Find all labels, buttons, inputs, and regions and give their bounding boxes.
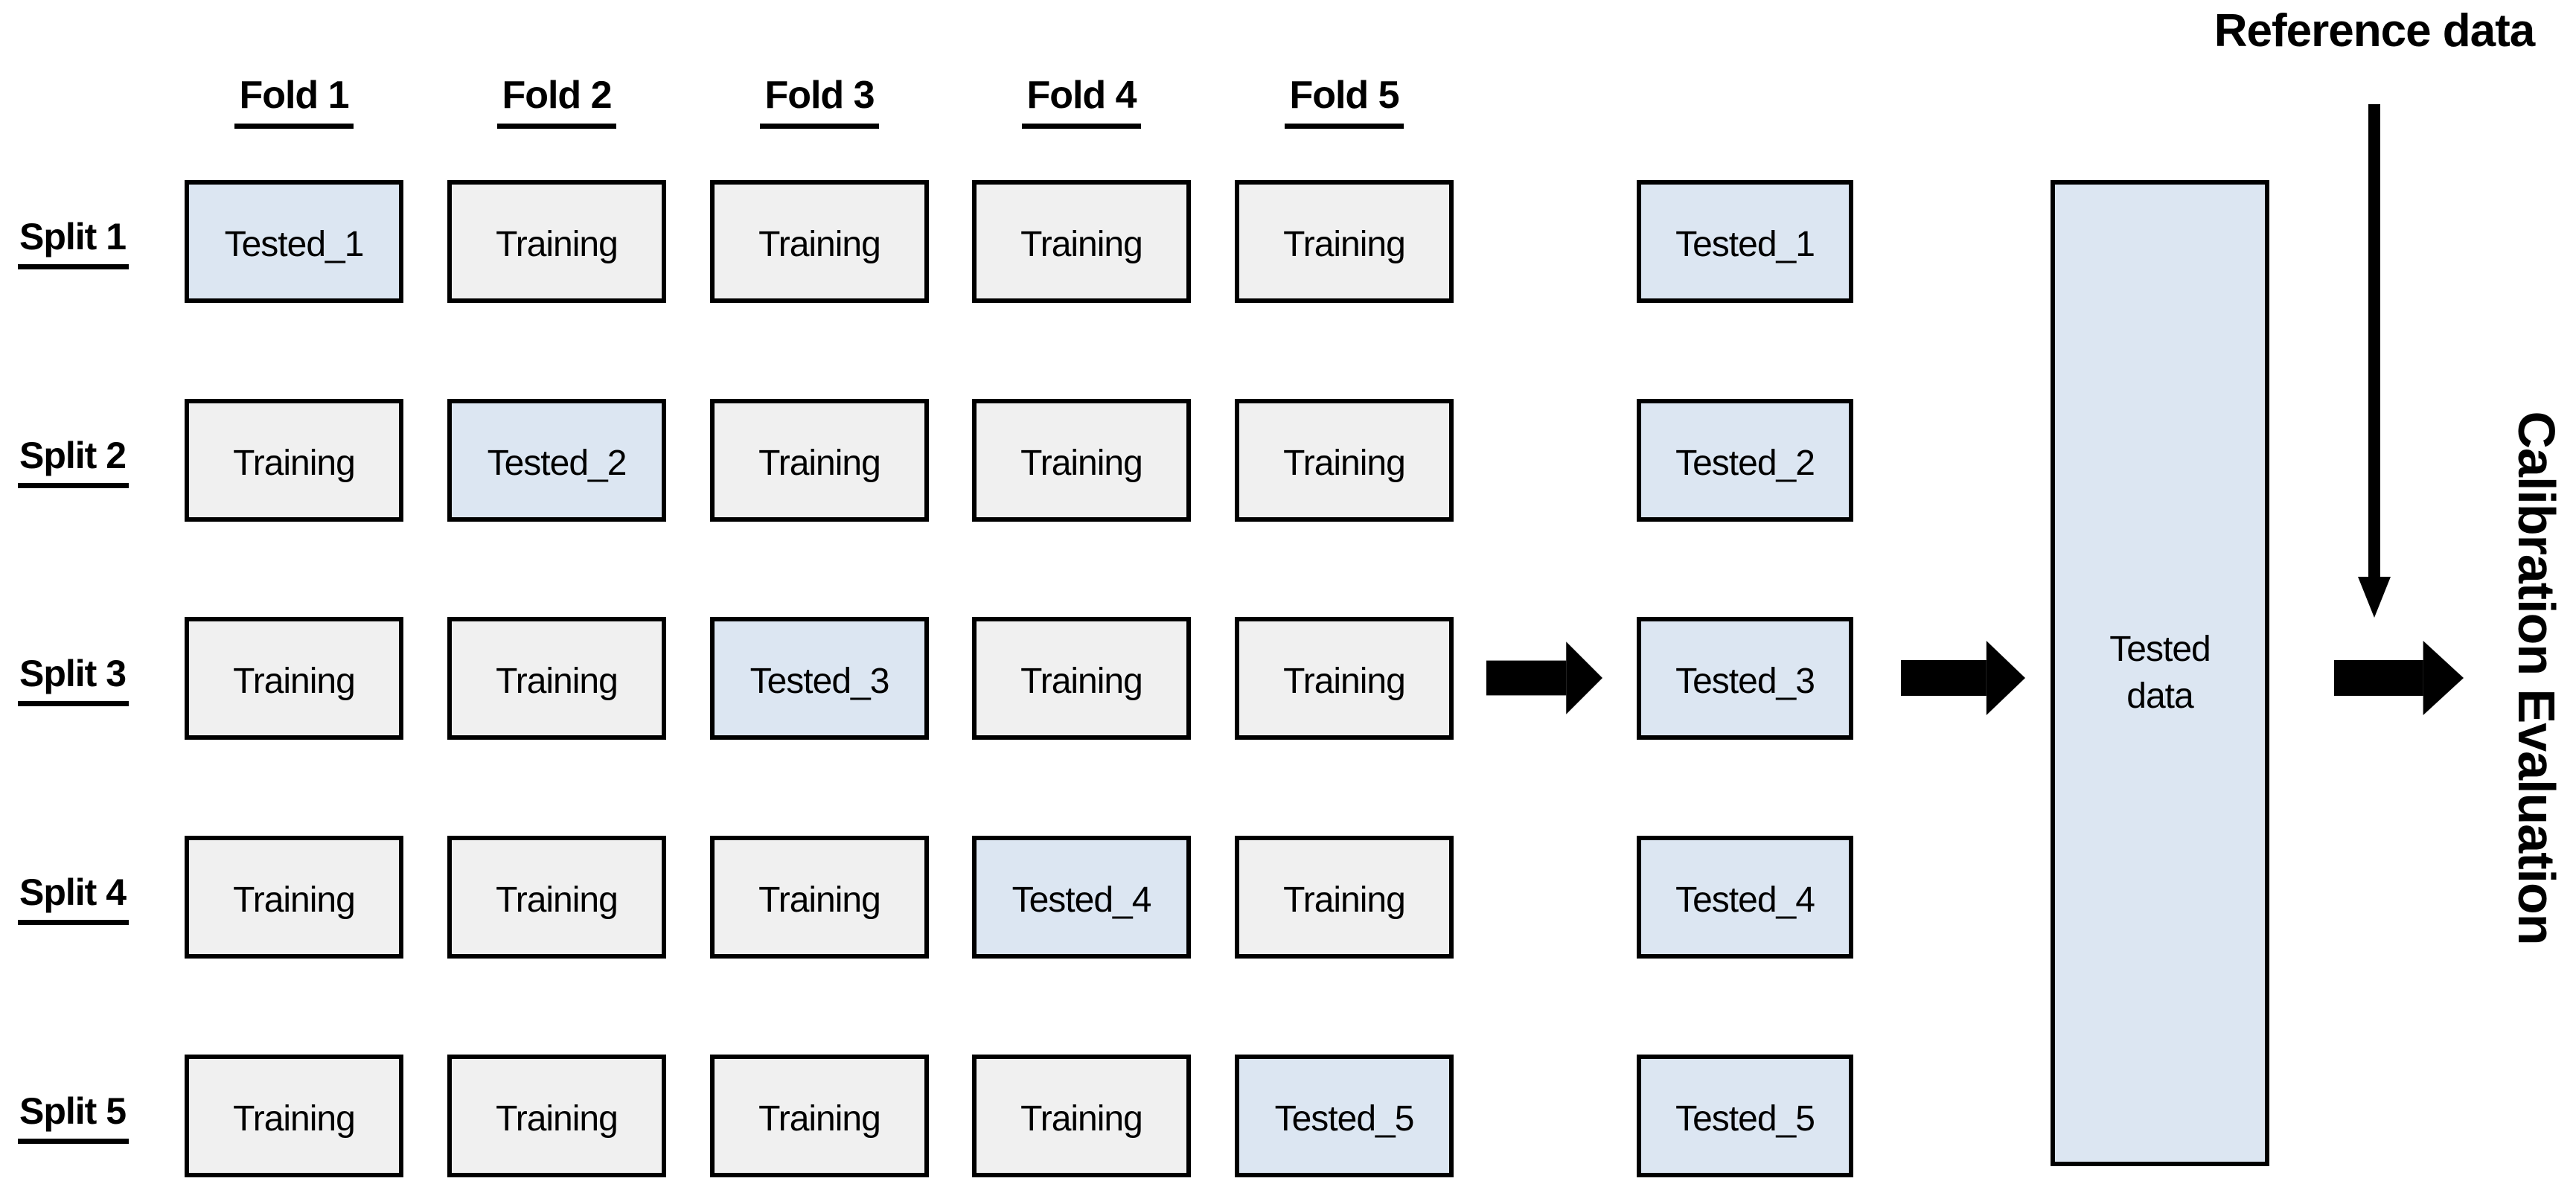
split-label-1: Split 1	[18, 208, 167, 275]
grid-cell: Training	[1235, 836, 1454, 959]
fold-header-5: Fold 5	[1235, 73, 1454, 131]
grid-cell: Training	[447, 1055, 666, 1177]
tested-column-item: Tested_2	[1637, 399, 1853, 522]
grid-cell: Training	[972, 180, 1191, 303]
fold-header-3: Fold 3	[710, 73, 929, 131]
grid-cell: Training	[972, 399, 1191, 522]
grid-cell: Training	[185, 836, 403, 959]
grid-cell: Training	[185, 1055, 403, 1177]
split-label-2: Split 2	[18, 427, 167, 494]
grid-cell: Training	[447, 617, 666, 740]
tested-column-item: Tested_5	[1637, 1055, 1853, 1177]
grid-cell: Tested_2	[447, 399, 666, 522]
grid-cell: Training	[1235, 399, 1454, 522]
arrow-right-icon	[1901, 641, 2025, 715]
grid-cell: Training	[447, 836, 666, 959]
fold-header-2: Fold 2	[447, 73, 666, 131]
arrow-down-icon	[2358, 104, 2391, 618]
grid-cell: Tested_4	[972, 836, 1191, 959]
reference-data-label: Reference data	[2214, 4, 2536, 57]
tested-column-item: Tested_1	[1637, 180, 1853, 303]
tested-data-line1: Tested	[2109, 630, 2211, 670]
grid-cell: Training	[1235, 180, 1454, 303]
grid-cell: Tested_3	[710, 617, 929, 740]
fold-header-4: Fold 4	[972, 73, 1191, 131]
fold-header-1: Fold 1	[185, 73, 403, 131]
grid-cell: Training	[972, 1055, 1191, 1177]
grid-cell: Training	[972, 617, 1191, 740]
grid-cell: Training	[710, 1055, 929, 1177]
grid-cell: Training	[447, 180, 666, 303]
grid-cell: Training	[710, 180, 929, 303]
grid-cell: Tested_1	[185, 180, 403, 303]
tested-column-item: Tested_4	[1637, 836, 1853, 959]
grid-cell: Training	[185, 399, 403, 522]
grid-cell: Training	[185, 617, 403, 740]
grid-cell: Training	[710, 836, 929, 959]
tested-data-line2: data	[2126, 676, 2193, 716]
arrow-right-icon	[2334, 641, 2464, 715]
tested-column-item: Tested_3	[1637, 617, 1853, 740]
calibration-evaluation-label: Calibration Evaluation	[2508, 411, 2566, 945]
arrow-right-icon	[1486, 641, 1602, 715]
split-label-5: Split 5	[18, 1083, 167, 1150]
grid-cell: Training	[710, 399, 929, 522]
split-label-4: Split 4	[18, 864, 167, 931]
split-label-3: Split 3	[18, 645, 167, 712]
tested-data-box: Tested data	[2051, 180, 2269, 1166]
grid-cell: Tested_5	[1235, 1055, 1454, 1177]
grid-cell: Training	[1235, 617, 1454, 740]
